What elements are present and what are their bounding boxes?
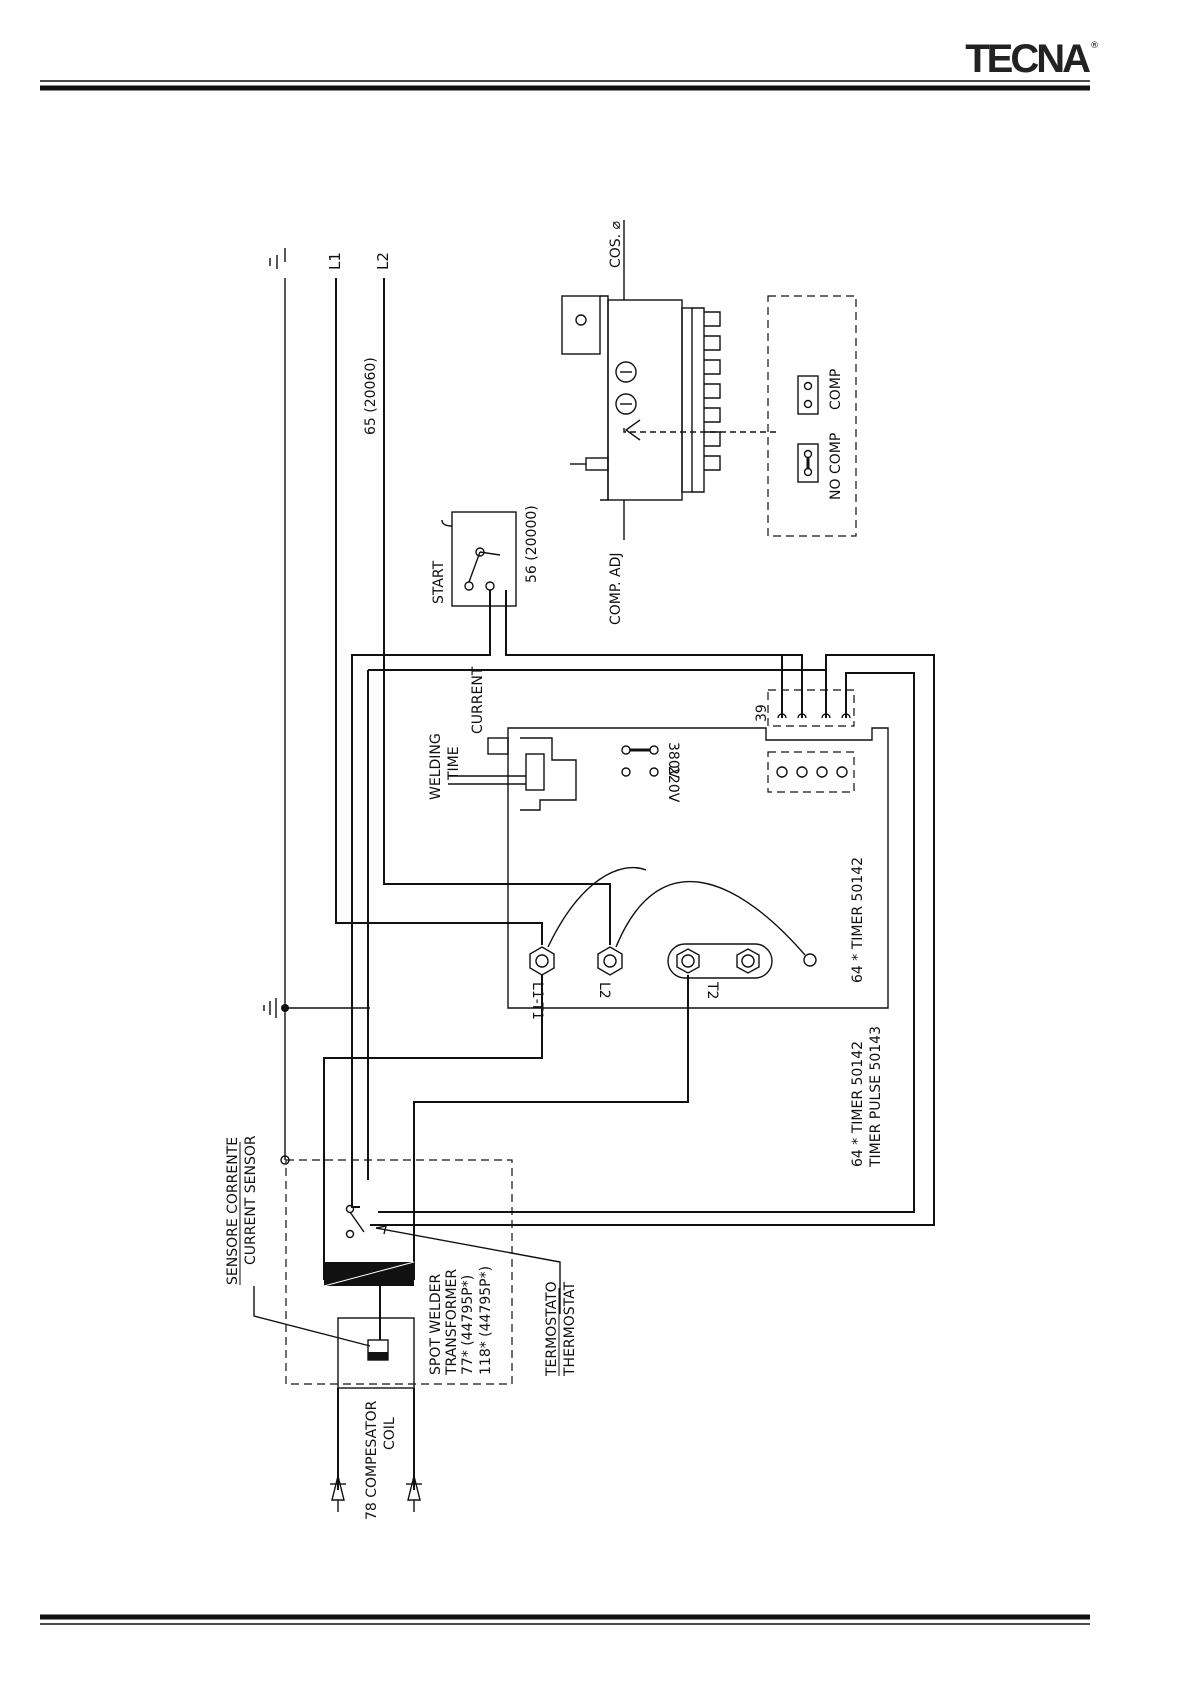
board-link-1 xyxy=(548,868,646,947)
time-label: TIME xyxy=(446,746,462,781)
sensor-en-label: CURRENT SENSOR xyxy=(243,1135,259,1265)
comp-label: COMP xyxy=(828,369,844,410)
voltage-selector xyxy=(622,746,658,776)
l2-wire xyxy=(384,278,610,945)
timer-block-label-1: 64 * TIMER 50142 xyxy=(850,1041,866,1167)
timer-64-label: 64 * TIMER 50142 xyxy=(850,857,866,983)
connector-socket-box xyxy=(768,752,854,792)
transformer-label-1: SPOT WELDER xyxy=(428,1274,444,1375)
line-l1-label: L1 xyxy=(326,252,344,270)
current-potentiometer xyxy=(488,738,508,754)
connector-39-box xyxy=(768,690,854,726)
brand-name: TECNA xyxy=(965,37,1090,81)
connector-socket-pins xyxy=(777,767,847,777)
thermostat-switch xyxy=(347,1206,365,1238)
sensor-leader xyxy=(254,1286,370,1346)
current-label: CURRENT xyxy=(470,666,486,734)
transformer-label-4: 118* (44795P*) xyxy=(478,1266,494,1375)
registered-mark: ® xyxy=(1090,41,1099,51)
comp-jumper xyxy=(798,376,818,414)
no-comp-jumper xyxy=(798,444,818,482)
comp-adjust-arrow xyxy=(624,428,780,432)
heatsink-fins xyxy=(704,312,720,470)
comp-adj-label: COMP. ADJ xyxy=(608,552,624,625)
timer-block-label-2: TIMER PULSE 50143 xyxy=(868,1026,884,1168)
thermostat-it-label: TERMOSTATO xyxy=(544,1281,560,1377)
compensation-module xyxy=(562,296,704,500)
line-l2-label: L2 xyxy=(374,252,392,270)
connector-39-pins xyxy=(778,714,850,718)
wire-65-label: 65 (20060) xyxy=(363,357,379,435)
start-wire-2 xyxy=(506,590,802,718)
terminal-l2 xyxy=(598,947,622,975)
no-comp-label: NO COMP xyxy=(828,433,844,500)
terminal-t2-label: T2 xyxy=(704,981,720,999)
brand-logo: TECNA ® xyxy=(965,37,1099,81)
thermostat-en-label: THERMOSTAT xyxy=(562,1281,578,1377)
cos-phi-label: COS. ⌀ xyxy=(608,220,624,268)
welding-label: WELDING xyxy=(428,733,444,800)
l1-t1-to-transformer xyxy=(324,975,542,1280)
t2-to-transformer xyxy=(414,975,688,1280)
thermostat-arrow xyxy=(376,1226,386,1234)
start-code-label: 56 (20000) xyxy=(524,505,540,583)
start-switch xyxy=(442,512,516,606)
board-test-point xyxy=(804,954,816,966)
sensor-it-label: SENSORE CORRENTE xyxy=(225,1137,241,1285)
compensator-coil-label-2: COIL xyxy=(382,1417,398,1450)
start-label: START xyxy=(431,560,447,604)
ground-supply-symbol xyxy=(270,248,285,269)
v220-label: 220V xyxy=(665,766,681,803)
ground-icon xyxy=(264,998,276,1018)
current-sensor-fill xyxy=(368,1352,388,1360)
terminal-l2-label: L2 xyxy=(596,982,612,999)
connector-39-label: 39 xyxy=(754,704,770,722)
compensator-coil-label-1: 78 COMPESATOR xyxy=(364,1400,380,1520)
terminal-t2-bar xyxy=(668,944,772,978)
transformer-label-3: 77* (44795P*) xyxy=(460,1275,476,1375)
timer-board xyxy=(508,728,888,1008)
comp-arrow-head xyxy=(626,420,640,440)
transformer-label-2: TRANSFORMER xyxy=(444,1269,460,1376)
terminal-l1-t1 xyxy=(530,947,554,975)
welding-time-potentiometer xyxy=(448,738,576,810)
